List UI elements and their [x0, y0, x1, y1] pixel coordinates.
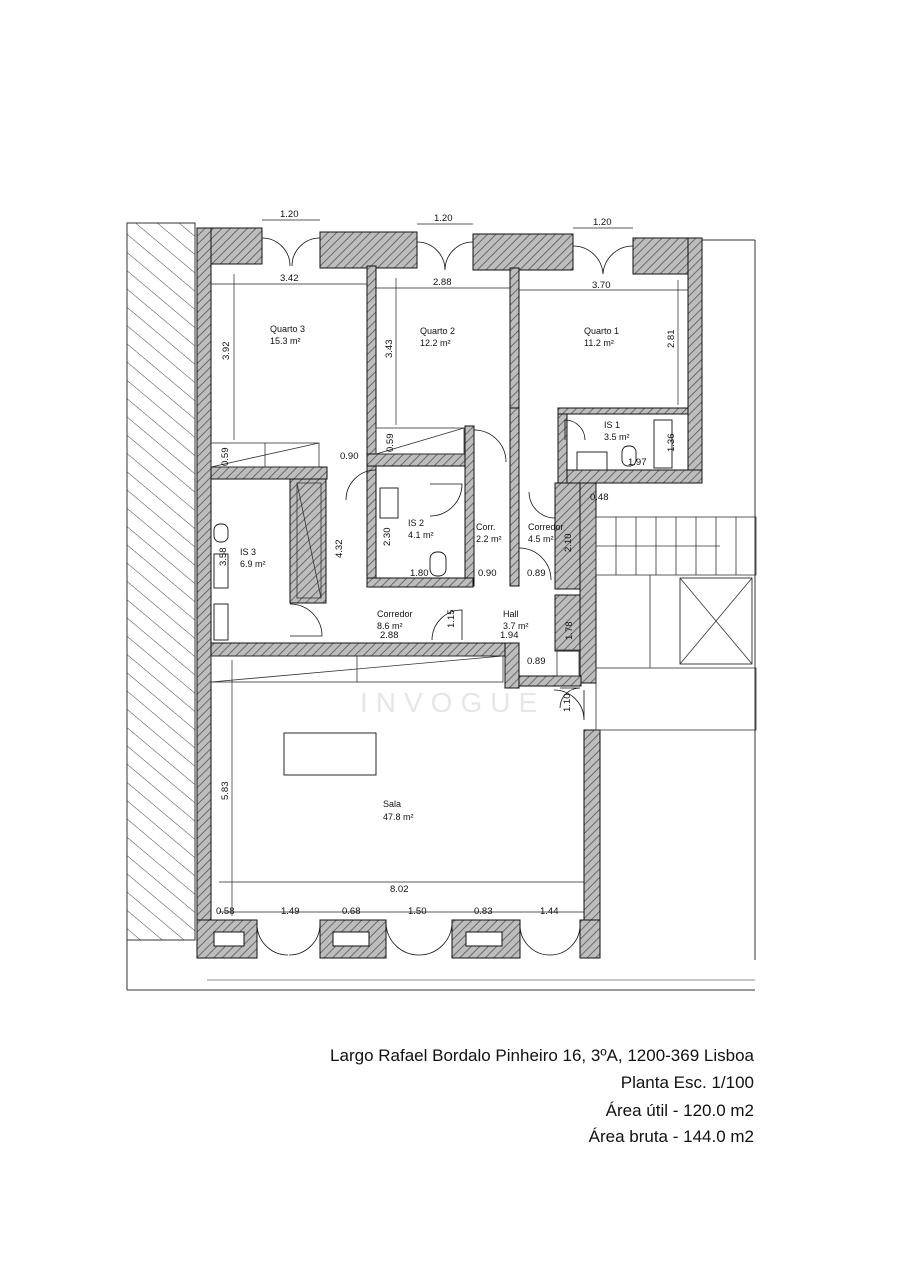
dim-hall-width: 1.94 — [500, 630, 519, 641]
interior-walls — [210, 265, 689, 689]
dimension-labels: 1.20 1.20 1.20 3.42 2.88 3.70 3.92 3.43 … — [216, 209, 677, 917]
dim-048: 0.48 — [590, 492, 609, 503]
fixtures — [213, 419, 673, 776]
room-corr-name: Corr. — [476, 522, 496, 532]
room-hall-name: Hall — [503, 609, 519, 619]
dim-hall-height: 1.78 — [564, 622, 575, 641]
dim-q1-height: 2.81 — [666, 330, 677, 349]
neighbour-wall-hatch — [126, 222, 196, 941]
room-sala-name: Sala — [383, 799, 401, 809]
dim-is1-width: 1.97 — [628, 457, 647, 468]
dim-b149: 1.49 — [281, 906, 300, 917]
caption-area-util: Área útil - 120.0 m2 — [605, 1101, 754, 1120]
dim-059-b: 0.59 — [385, 434, 396, 453]
dim-c2-width: 2.88 — [380, 630, 399, 641]
dim-c2-height: 4.32 — [334, 540, 345, 559]
bottom-wall-notches — [213, 931, 503, 947]
room-corredor2-name: Corredor — [377, 609, 413, 619]
dim-is2-width: 1.80 — [410, 568, 429, 579]
dim-sala-height: 5.83 — [220, 782, 231, 801]
wardrobes — [210, 427, 580, 683]
dim-is2-height: 2.30 — [382, 528, 393, 547]
dim-b058: 0.58 — [216, 906, 235, 917]
dim-q3-height: 3.92 — [221, 342, 232, 361]
room-quarto2-name: Quarto 2 — [420, 326, 455, 336]
caption-address: Largo Rafael Bordalo Pinheiro 16, 3ºA, 1… — [330, 1046, 754, 1065]
room-is1-name: IS 1 — [604, 420, 620, 430]
dim-win-q2: 1.20 — [434, 213, 453, 224]
dim-090-b: 0.90 — [478, 568, 497, 579]
windows-top — [261, 237, 634, 275]
dim-089-b: 0.89 — [527, 656, 546, 667]
dim-win-q1: 1.20 — [593, 217, 612, 228]
room-quarto2-area: 12.2 m² — [420, 338, 451, 348]
room-corredor1-name: Corredor — [528, 522, 564, 532]
dim-b068: 0.68 — [342, 906, 361, 917]
room-hall-area: 3.7 m² — [503, 621, 529, 631]
dim-090-a: 0.90 — [340, 451, 359, 462]
dimension-lines — [211, 219, 688, 916]
dim-059-a: 0.59 — [220, 448, 231, 467]
doors — [289, 419, 586, 721]
caption-scale: Planta Esc. 1/100 — [620, 1073, 754, 1092]
staircase — [595, 516, 757, 731]
dim-b150: 1.50 — [408, 906, 427, 917]
dim-corr-height: 2.10 — [563, 534, 574, 553]
floor-plan: Quarto 3 15.3 m² Quarto 2 12.2 m² Quarto… — [126, 209, 757, 991]
caption-area-bruta: Área bruta - 144.0 m2 — [588, 1127, 754, 1146]
room-quarto3-name: Quarto 3 — [270, 324, 305, 334]
room-quarto1-area: 11.2 m² — [584, 338, 614, 348]
room-corredor2-area: 8.6 m² — [377, 621, 403, 631]
room-corr-area: 2.2 m² — [476, 534, 502, 544]
dim-sala-width: 8.02 — [390, 884, 409, 895]
dim-b083: 0.83 — [474, 906, 493, 917]
dim-q2-height: 3.43 — [384, 340, 395, 359]
dim-110: 1.10 — [562, 694, 573, 713]
dim-b144: 1.44 — [540, 906, 559, 917]
room-quarto1-name: Quarto 1 — [584, 326, 619, 336]
room-sala-area: 47.8 m² — [383, 812, 414, 822]
dim-q3-width: 3.42 — [280, 273, 299, 284]
dim-115: 1.15 — [446, 610, 457, 629]
dim-is3-height: 3.58 — [218, 548, 229, 567]
dim-q1-width: 3.70 — [592, 280, 611, 291]
dim-is1-height: 1.36 — [666, 434, 677, 453]
room-quarto3-area: 15.3 m² — [270, 336, 301, 346]
room-is1-area: 3.5 m² — [604, 432, 630, 442]
room-corredor1-area: 4.5 m² — [528, 534, 554, 544]
room-is3-name: IS 3 — [240, 547, 256, 557]
room-is2-name: IS 2 — [408, 518, 424, 528]
watermark-text: INVOGUE — [360, 687, 545, 718]
windows-bottom — [256, 923, 581, 956]
room-labels: Quarto 3 15.3 m² Quarto 2 12.2 m² Quarto… — [240, 324, 630, 822]
room-is2-area: 4.1 m² — [408, 530, 434, 540]
dim-089-a: 0.89 — [527, 568, 546, 579]
dim-win-q3: 1.20 — [280, 209, 299, 220]
dim-q2-width: 2.88 — [433, 277, 452, 288]
room-is3-area: 6.9 m² — [240, 559, 266, 569]
